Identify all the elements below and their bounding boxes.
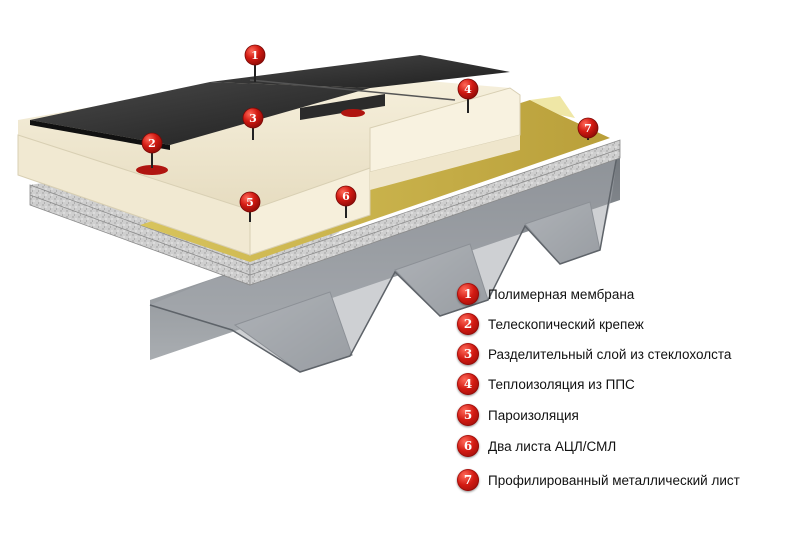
marker-1: 1 [244,44,266,82]
marker-2: 2 [141,132,163,168]
marker-pins: 1 2 3 4 5 6 7 [141,44,599,222]
legend-item: 2 Телескопический крепеж [457,312,644,336]
legend-label: Полимерная мембрана [488,286,635,302]
marker-number: 1 [251,49,259,62]
legend-label: Два листа АЦЛ/СМЛ [488,438,617,454]
marker-number: 7 [584,122,592,135]
marker-5: 5 [239,191,261,222]
legend-label: Профилированный металлический лист [488,472,740,488]
marker-4: 4 [457,78,479,113]
marker-number: 2 [148,137,156,150]
legend-item: 1 Полимерная мембрана [457,282,634,306]
legend-number-badge: 1 [457,283,479,305]
legend-item: 7 Профилированный металлический лист [457,468,740,492]
marker-3: 3 [242,107,264,140]
legend-item: 3 Разделительный слой из стеклохолста [457,342,731,366]
legend-label: Телескопический крепеж [488,316,644,332]
marker-number: 4 [464,83,472,96]
legend-item: 5 Пароизоляция [457,403,579,427]
legend-number-badge: 5 [457,404,479,426]
legend-label: Пароизоляция [488,407,579,423]
fastener-disk-right [341,109,365,117]
marker-6: 6 [335,185,357,218]
marker-number: 5 [246,196,254,209]
polymer-membrane [30,55,510,150]
legend-number-badge: 3 [457,343,479,365]
marker-7: 7 [577,117,599,140]
legend-label: Разделительный слой из стеклохолста [488,346,732,362]
insulation-slabs [17,70,521,256]
legend-number-badge: 2 [457,313,479,335]
legend-item: 6 Два листа АЦЛ/СМЛ [457,434,616,458]
legend-number-badge: 7 [457,469,479,491]
marker-number: 6 [342,190,350,203]
legend-label: Теплоизоляция из ППС [488,376,635,392]
fastener-disk-left [136,165,168,175]
marker-number: 3 [249,112,257,125]
legend-number-badge: 6 [457,435,479,457]
legend-number-badge: 4 [457,373,479,395]
legend-item: 4 Теплоизоляция из ППС [457,372,635,396]
